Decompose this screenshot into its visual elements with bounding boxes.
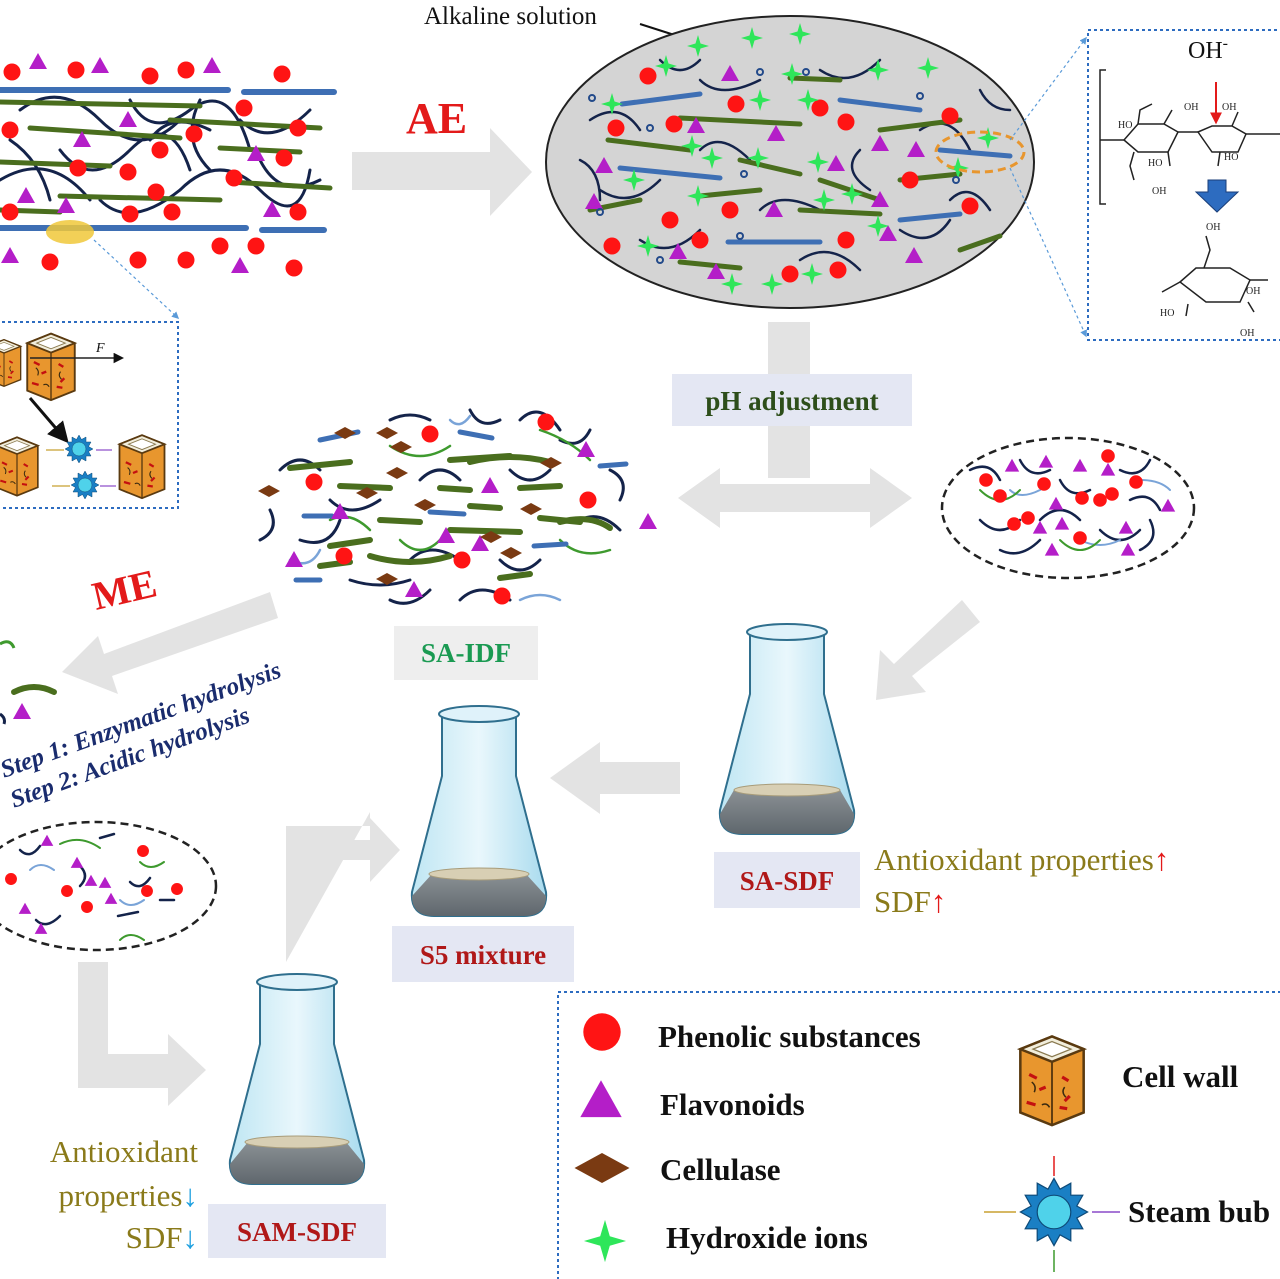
ph-adjustment-label: pH adjustment [705, 386, 878, 416]
sa-idf-particles [258, 413, 657, 605]
legend-hydroxide: Hydroxide ions [666, 1220, 868, 1255]
selected-region-highlight [46, 220, 94, 244]
zoom-guide-line [93, 239, 180, 319]
sam-sdf-antioxidant: Antioxidant [50, 1134, 198, 1169]
svg-text:HO: HO [1224, 152, 1238, 163]
legend-phenolic: Phenolic substances [658, 1019, 921, 1054]
arrow-ae [352, 128, 532, 216]
cell-wall-icon-4 [118, 434, 166, 500]
svg-text:OH: OH [1206, 222, 1220, 233]
glucose-unit [1161, 235, 1268, 317]
raw-material-fibers [0, 87, 337, 233]
svg-text:HO: HO [1148, 158, 1162, 169]
sa-idf-box [394, 626, 538, 680]
force-label: F [95, 341, 105, 356]
sam-sdf-box [208, 1204, 386, 1258]
svg-text:OH: OH [1240, 328, 1254, 339]
sam-sdf-effects: Antioxidant properties↓ SDF↓ [50, 1134, 198, 1255]
post-me-solution [0, 820, 218, 952]
flask-s5-mixture [410, 705, 548, 917]
arrow-to-sa-sdf [876, 600, 980, 700]
arrow-sam-to-s5 [286, 812, 400, 962]
conversion-arrow [1194, 179, 1240, 213]
legend-cell-wall: Cell wall [1122, 1059, 1239, 1094]
alkaline-solution-label: Alkaline solution [424, 3, 597, 30]
cellulose-chemistry-box: OH- OH HO OH HO OH HO OH HO OH OH [1087, 29, 1280, 341]
rupture-arrow [28, 397, 69, 444]
cell-wall-icon-3 [0, 436, 39, 497]
sam-sdf-sdf: SDF↓ [126, 1220, 198, 1255]
cell-wall-icon-1 [0, 338, 22, 388]
flask-sa-sdf [718, 623, 856, 835]
sa-idf-cluster [258, 408, 657, 605]
me-label: ME [88, 560, 161, 618]
alkaline-solution: Alkaline solution [424, 3, 1087, 338]
cell-wall-zoom-box: F [0, 321, 179, 509]
ph-adjusted-solution [940, 436, 1196, 580]
cellulose-chain [1099, 69, 1280, 205]
svg-text:OH: OH [1222, 102, 1236, 113]
ph-adjustment-box [672, 374, 912, 426]
me-fragment [0, 640, 57, 725]
arrow-down-to-sam [78, 962, 206, 1106]
phenolic-icon [583, 1013, 621, 1051]
legend-steam-bubble: Steam bub [1128, 1194, 1270, 1229]
legend-flavonoids: Flavonoids [660, 1087, 805, 1122]
oh-ion-label: OH- [1188, 35, 1228, 64]
cell-wall-icon [1018, 1034, 1086, 1128]
arrow-me [62, 592, 278, 694]
legend: Phenolic substances Flavonoids Cellulase… [557, 991, 1280, 1279]
sa-sdf-sdf: SDF↑ [874, 884, 946, 919]
legend-frame [557, 991, 1280, 1279]
legend-cellulase: Cellulase [660, 1152, 781, 1187]
svg-text:OH: OH [1184, 102, 1198, 113]
svg-text:HO: HO [1118, 120, 1132, 131]
zoom-line-top [1009, 36, 1087, 141]
flow-arrows [62, 128, 980, 1106]
alkaline-ions [588, 68, 960, 264]
arrow-sa-sdf-to-s5 [550, 742, 680, 814]
glucose-labels: OH HO OH OH [1160, 222, 1260, 339]
raw-material [0, 53, 337, 319]
alkaline-fibers [578, 58, 1013, 272]
s5-mixture-label: S5 mixture [420, 940, 546, 970]
arrow-ph-bidirectional [678, 468, 912, 528]
svg-text:OH: OH [1246, 286, 1260, 297]
flask-sam-sdf [228, 973, 366, 1185]
svg-text:HO: HO [1160, 308, 1174, 319]
s5-mixture-box [392, 926, 574, 982]
sa-sdf-effects: Antioxidant properties↑ SDF↑ [874, 842, 1169, 919]
zoom-line-bottom [1009, 167, 1087, 338]
sam-sdf-label: SAM-SDF [237, 1217, 357, 1247]
sa-idf-label: SA-IDF [421, 638, 511, 668]
reaction-site-highlight [934, 130, 1026, 174]
cell-wall-icon-2 [26, 332, 76, 402]
cellulose-labels: OH HO OH HO OH HO [1118, 102, 1238, 197]
sam-sdf-properties: properties↓ [59, 1178, 198, 1213]
sa-sdf-label: SA-SDF [740, 866, 835, 896]
sa-sdf-box [714, 852, 860, 908]
alkaline-ellipse [545, 15, 1035, 309]
ae-label: AE [406, 94, 467, 143]
svg-text:OH: OH [1152, 186, 1166, 197]
sa-sdf-antioxidant: Antioxidant properties↑ [874, 842, 1169, 877]
